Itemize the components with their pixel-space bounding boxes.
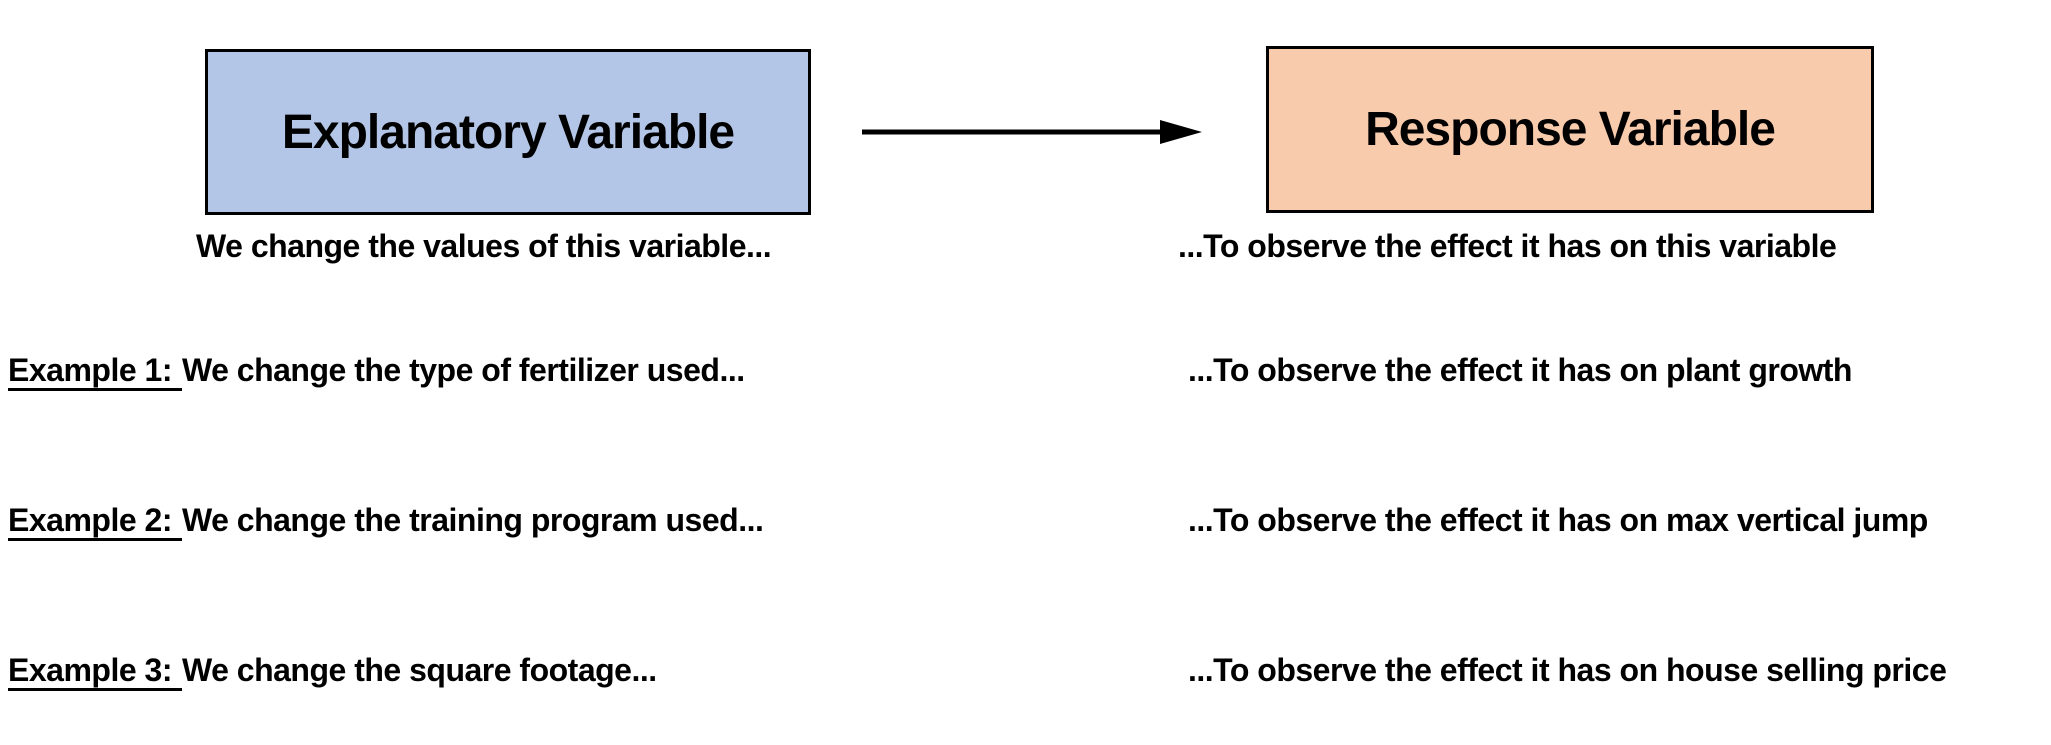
example-3-cause: Example 3:We change the square footage..… xyxy=(8,651,657,691)
explanatory-variable-box: Explanatory Variable xyxy=(205,49,811,215)
response-caption: ...To observe the effect it has on this … xyxy=(1178,228,1837,264)
example-1-cause-text: We change the type of fertilizer used... xyxy=(181,352,745,388)
example-1-cause: Example 1:We change the type of fertiliz… xyxy=(8,351,745,391)
explanatory-caption: We change the values of this variable... xyxy=(196,228,772,264)
example-3-label: Example 3: xyxy=(8,652,182,691)
example-2-label: Example 2: xyxy=(8,502,182,541)
example-3-cause-text: We change the square footage... xyxy=(181,652,657,688)
response-variable-box: Response Variable xyxy=(1266,46,1874,213)
example-3-effect: ...To observe the effect it has on house… xyxy=(1188,652,1947,688)
example-2-effect: ...To observe the effect it has on max v… xyxy=(1188,502,1928,538)
arrow-right-icon xyxy=(862,120,1202,144)
example-1-label: Example 1: xyxy=(8,352,182,391)
explanatory-variable-box-label: Explanatory Variable xyxy=(281,105,735,159)
example-1-effect: ...To observe the effect it has on plant… xyxy=(1188,352,1852,388)
example-2-cause: Example 2:We change the training program… xyxy=(8,501,764,541)
example-2-cause-text: We change the training program used... xyxy=(181,502,764,538)
response-variable-box-label: Response Variable xyxy=(1365,103,1776,156)
